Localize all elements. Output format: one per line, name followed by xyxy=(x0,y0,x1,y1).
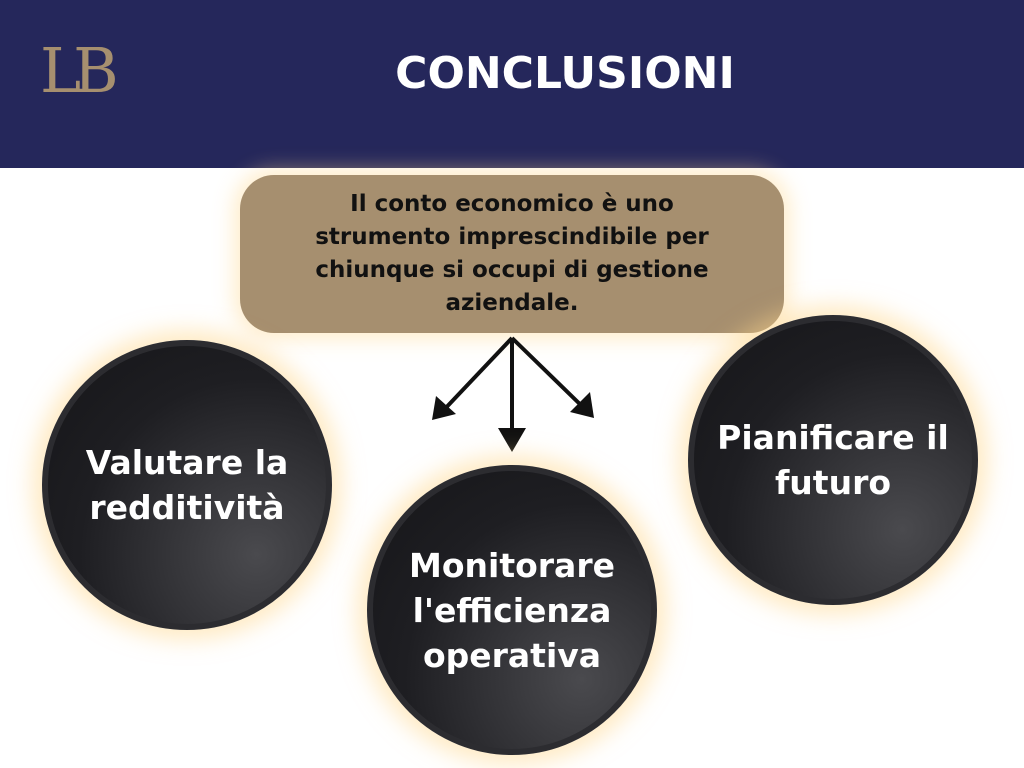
arrow-left-icon xyxy=(438,336,514,416)
circle-label: Valutare la redditività xyxy=(85,443,289,527)
logo: LB xyxy=(40,34,119,107)
arrow-right-icon xyxy=(510,336,590,414)
header-bar: LB CONCLUSIONI xyxy=(0,0,1024,168)
circle-futuro: Pianificare il futuro xyxy=(688,315,978,605)
circle-label: Monitorare l'efficienza operativa xyxy=(409,545,615,675)
page-title: CONCLUSIONI xyxy=(395,48,735,99)
statement-text: Il conto economico è uno strumento impre… xyxy=(315,191,709,316)
circle-redditivita: Valutare la redditività xyxy=(42,340,332,630)
statement-box: Il conto economico è uno strumento impre… xyxy=(240,175,784,333)
circle-efficienza: Monitorare l'efficienza operativa xyxy=(367,465,657,755)
circle-label: Pianificare il futuro xyxy=(717,418,949,502)
